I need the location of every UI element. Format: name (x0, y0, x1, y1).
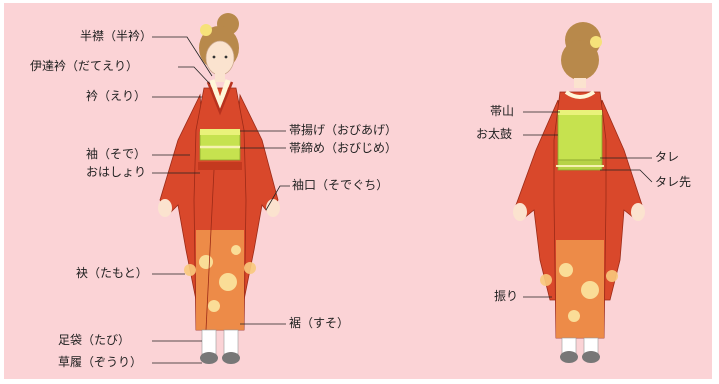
label-tare: タレ (655, 150, 680, 164)
front-zori-right (222, 352, 240, 364)
front-figure (158, 13, 280, 364)
label-furi: 振り (494, 289, 519, 303)
label-suso: 裾（すそ） (289, 316, 350, 330)
label-sode: 袖（そで） (86, 147, 147, 161)
front-face (205, 40, 235, 76)
label-hanueri: 半襟（半衿） (80, 29, 153, 43)
label-sodeguchi: 袖口（そでぐち） (292, 178, 389, 192)
back-figure (513, 22, 645, 363)
leader-taresaki (600, 169, 653, 183)
back-obiyama (558, 110, 602, 115)
back-otaiko (557, 111, 603, 161)
leader-lines (152, 36, 653, 364)
label-tabi: 足袋（たび） (58, 333, 131, 347)
front-obiage (200, 129, 240, 135)
label-zori: 草履（ぞうり） (58, 355, 143, 369)
label-obijime: 帯締め（おびじめ） (289, 141, 398, 155)
label-eri: 衿（えり） (86, 89, 147, 103)
front-zori-left (200, 352, 218, 364)
leader-hanueri (152, 36, 213, 77)
front-collar (209, 79, 231, 112)
label-taresaki: タレ先 (655, 175, 692, 189)
label-obiyama: 帯山 (490, 104, 515, 118)
label-otaiko: お太鼓 (476, 127, 513, 141)
label-datederi: 伊達衿（だてえり） (30, 59, 139, 73)
front-hair-ornament (200, 24, 212, 36)
label-tamoto: 袂（たもと） (76, 266, 148, 280)
leader-sodeguchi (265, 185, 290, 211)
label-ohashori: おはしょり (86, 165, 147, 179)
leader-datederi (178, 66, 211, 85)
label-obiage: 帯揚げ（おびあげ） (289, 123, 398, 137)
